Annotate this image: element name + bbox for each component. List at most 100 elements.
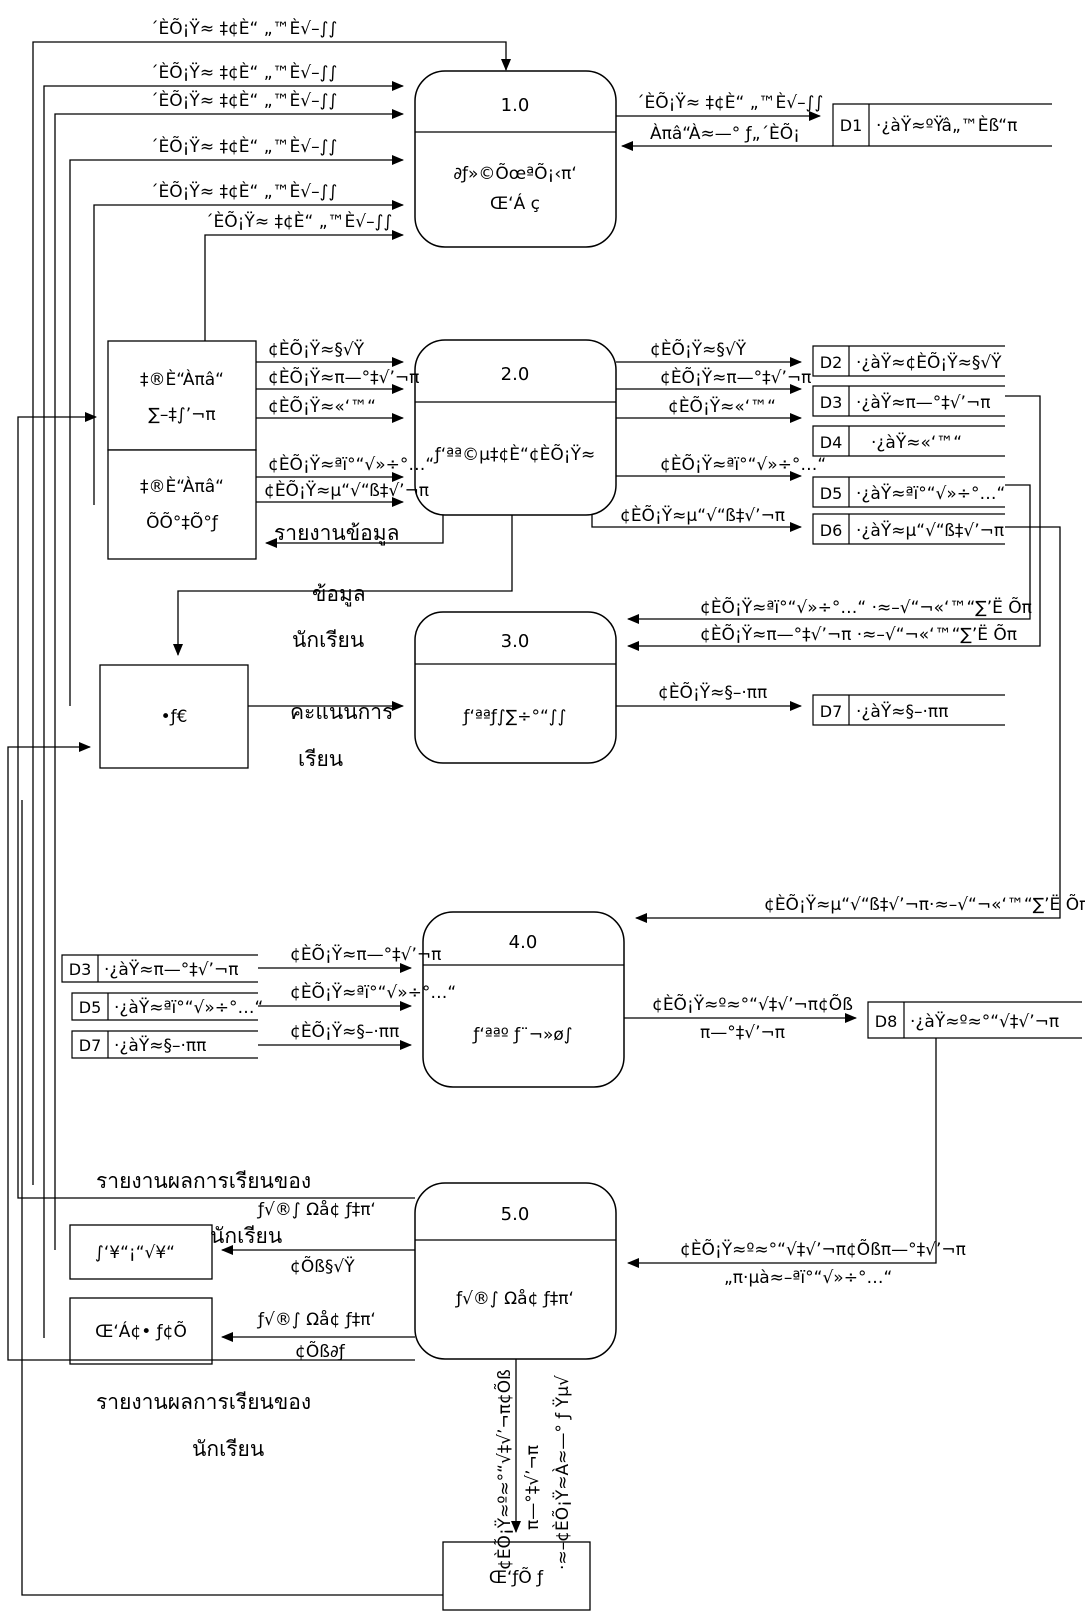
flow-label-login-4: ´ÈÕ¡Ÿ≈ ‡¢È“ „™È√–∫∫ bbox=[150, 180, 337, 202]
flow-label-student-data-out: ¢ÈÕ¡Ÿ≈π—°‡√’¬π bbox=[660, 366, 811, 388]
d4-name: ·¿àŸ≈«‘™“ bbox=[871, 432, 962, 453]
flow-label-report-advisor: ƒ√®∫ Ωå¢ ƒ‡π‘ bbox=[256, 1309, 376, 1330]
data-store-d4: D4 ·¿àŸ≈«‘™“ bbox=[813, 426, 1005, 456]
flow-label-director: ¢ÈÕ¡Ÿ≈º≈°“√‡√’¬π¢Õß bbox=[493, 1369, 515, 1570]
flow-label-report-student-bottom: รายงานผลการเรียนของ bbox=[96, 1390, 311, 1414]
flow-label-report-data: รายงานข้อมูล bbox=[274, 521, 399, 546]
d6-name: ·¿àŸ≈µ“√“ß‡√’¬π bbox=[856, 520, 1004, 541]
entity-advisor-label: Œ‘Á¢• ƒ¢Õ bbox=[95, 1320, 187, 1342]
entity-student-label: ∫‘¥“¡“√¥“ bbox=[95, 1243, 175, 1263]
d5-name: ·¿àŸ≈ªï°“√»÷°…“ bbox=[856, 483, 1005, 504]
flow-label-score-data: ¢ÈÕ¡Ÿ≈§–·ππ bbox=[658, 681, 767, 703]
data-store-d3-copy: D3 ·¿àŸ≈π—°‡√’¬π bbox=[62, 955, 258, 982]
data-store-d1: D1 ·¿àŸ≈ºŸâ„™Èß“π bbox=[833, 104, 1052, 146]
flow-label-subject-data-in: ¢ÈÕ¡Ÿ≈«‘™“ bbox=[268, 395, 376, 417]
d1-id: D1 bbox=[840, 116, 863, 135]
flow-label-score-to-p4: ¢ÈÕ¡Ÿ≈§–·ππ bbox=[290, 1020, 399, 1042]
flow-label-teacher-data-in: ¢ÈÕ¡Ÿ≈§√Ÿ bbox=[268, 338, 365, 360]
entity-teacher-label: •ƒ€ bbox=[161, 707, 188, 727]
flow-label-year-data-out: ¢ÈÕ¡Ÿ≈ªï°“√»÷°…“ bbox=[660, 453, 826, 475]
data-store-d5-copy: D5 ·¿àŸ≈ªï°“√»÷°…“ bbox=[72, 993, 263, 1020]
entity-teacher: •ƒ€ bbox=[100, 665, 248, 768]
flow-label-student-info-2: นักเรียน bbox=[292, 628, 364, 652]
d5-copy-id: D5 bbox=[79, 998, 102, 1017]
entity-staff-label-2: ∑–‡∫’¬π bbox=[148, 405, 215, 425]
flow-label-scores-2: เรียน bbox=[298, 747, 343, 771]
process-1-name: ∂ƒ»©ÕœªÕ¡‹π‘ bbox=[453, 162, 577, 184]
process-3: 3.0 ƒ‘ªªƒ∫∑÷°“∫∫ bbox=[415, 612, 616, 763]
process-1: 1.0 ∂ƒ»©ÕœªÕ¡‹π‘ Œ‘Á ç bbox=[415, 71, 616, 247]
d6-id: D6 bbox=[820, 521, 843, 540]
flow-label-report-grades-2: ¢Õß§√Ÿ bbox=[290, 1255, 355, 1277]
flow-label-login-3: ´ÈÕ¡Ÿ≈ ‡¢È“ „™È√–∫∫ bbox=[150, 135, 337, 157]
process-3-name: ƒ‘ªªƒ∫∑÷°“∫∫ bbox=[462, 707, 567, 727]
flow-label-result-data: ¢ÈÕ¡Ÿ≈º≈°“√‡√’¬π¢Õß bbox=[652, 993, 853, 1015]
flow-label-report-grades: ƒ√®∫ Ωå¢ ƒ‡π‘ bbox=[256, 1199, 376, 1220]
flow-label-result-to-p5: ¢ÈÕ¡Ÿ≈º≈°“√‡√’¬π¢Õßπ—°‡√’¬π bbox=[680, 1238, 966, 1260]
d1-name: ·¿àŸ≈ºŸâ„™Èß“π bbox=[876, 114, 1017, 136]
flow-label-report-student-bottom-2: นักเรียน bbox=[192, 1437, 264, 1461]
flow-label-result-data-2: π—°‡√’¬π bbox=[700, 1023, 785, 1043]
flow-label-login-result-2: Àπâ“À≈—° ƒ„´ÈÕ¡ bbox=[650, 122, 800, 144]
d5-copy-name: ·¿àŸ≈ªï°“√»÷°…“ bbox=[114, 997, 263, 1018]
flow-label-director-3: ·≈–¢ÈÕ¡Ÿ≈À≈—° ƒ Ÿµ√ bbox=[551, 1375, 573, 1570]
flow-label-result-to-p5-2: „π·µà≈–ªï°“√»÷°…“ bbox=[724, 1268, 892, 1288]
flow-label-login-top: ´ÈÕ¡Ÿ≈ ‡¢È“ „™È√–∫∫ bbox=[150, 17, 337, 39]
d7-name: ·¿àŸ≈§–·ππ bbox=[856, 701, 948, 722]
flow-label-director-2: π—°‡√’¬π bbox=[523, 1445, 543, 1530]
data-store-d5: D5 ·¿àŸ≈ªï°“√»÷°…“ bbox=[813, 477, 1005, 507]
data-store-d3: D3 ·¿àŸ≈π—°‡√’¬π bbox=[813, 386, 1005, 416]
process-2-id: 2.0 bbox=[501, 364, 530, 385]
process-5-name: ƒ√®∫ Ωå¢ ƒ‡π‘ bbox=[454, 1288, 574, 1309]
process-1-id: 1.0 bbox=[501, 95, 530, 116]
entity-staff: ‡®È“Àπâ“ ∑–‡∫’¬π bbox=[108, 341, 256, 450]
d2-id: D2 bbox=[820, 353, 843, 372]
d5-id: D5 bbox=[820, 484, 843, 503]
process-5: 5.0 ƒ√®∫ Ωå¢ ƒ‡π‘ bbox=[415, 1183, 616, 1359]
flow-label-subject-data-out: ¢ÈÕ¡Ÿ≈«‘™“ bbox=[668, 395, 776, 417]
flow-label-year-data-in: ¢ÈÕ¡Ÿ≈ªï°“√»÷°…“ bbox=[268, 453, 434, 475]
flow-label-timetable-out: ¢ÈÕ¡Ÿ≈µ“√“ß‡√’¬π bbox=[620, 504, 785, 526]
flow-label-student-to-p4: ¢ÈÕ¡Ÿ≈π—°‡√’¬π bbox=[290, 943, 441, 965]
entity-advisor: Œ‘Á¢• ƒ¢Õ bbox=[70, 1298, 212, 1364]
flow-label-scores: คะแนนการ bbox=[290, 700, 393, 724]
process-3-id: 3.0 bbox=[501, 631, 530, 652]
flow-label-report-student-thai: รายงานผลการเรียนของ bbox=[96, 1169, 311, 1193]
d4-id: D4 bbox=[820, 433, 843, 452]
d3-id: D3 bbox=[820, 393, 843, 412]
d7-copy-name: ·¿àŸ≈§–·ππ bbox=[114, 1035, 206, 1056]
flow-label-login-result: ´ÈÕ¡Ÿ≈ ‡¢È“ „™È√–∫∫ bbox=[636, 91, 823, 113]
data-store-d6: D6 ·¿àŸ≈µ“√“ß‡√’¬π bbox=[813, 514, 1005, 544]
entity-registrar-label: ‡®È“Àπâ“ bbox=[140, 475, 224, 497]
entity-registrar-label-2: ÕÕ°‡Õ°ƒ bbox=[146, 511, 219, 533]
data-store-d2: D2 ·¿àŸ≈¢ÈÕ¡Ÿ≈§√Ÿ bbox=[813, 346, 1005, 376]
flow-label-timetable-to-p4: ¢ÈÕ¡Ÿ≈µ“√“ß‡√’¬π·≈–√“¬«‘™“∑’Ë Õπ bbox=[764, 893, 1085, 915]
d8-name: ·¿àŸ≈º≈°“√‡√’¬π bbox=[910, 1011, 1059, 1032]
flow-label-student-info: ข้อมูล bbox=[312, 582, 366, 607]
process-4-name: ƒ‘ªªº ƒ¨¬»ø∫ bbox=[471, 1025, 572, 1045]
process-5-id: 5.0 bbox=[501, 1204, 530, 1225]
process-2: 2.0 ƒ‘ªª©µ‡¢È“¢ÈÕ¡Ÿ≈ bbox=[415, 340, 616, 515]
flow-label-year-to-p3: ¢ÈÕ¡Ÿ≈ªï°“√»÷°…“ ·≈–√“¬«‘™“∑’Ë Õπ bbox=[700, 596, 1032, 618]
data-store-d8: D8 ·¿àŸ≈º≈°“√‡√’¬π bbox=[868, 1002, 1082, 1038]
d7-copy-id: D7 bbox=[79, 1036, 102, 1055]
flow-label-report-advisor-2: ¢Õß∂ƒ bbox=[295, 1340, 346, 1362]
flow-label-student-to-p3: ¢ÈÕ¡Ÿ≈π—°‡√’¬π ·≈–√“¬«‘™“∑’Ë Õπ bbox=[700, 623, 1017, 645]
data-store-d7-copy: D7 ·¿àŸ≈§–·ππ bbox=[72, 1031, 258, 1058]
d3-copy-id: D3 bbox=[69, 960, 92, 979]
process-4-id: 4.0 bbox=[509, 932, 538, 953]
process-1-name-2: Œ‘Á ç bbox=[490, 192, 540, 214]
entity-registrar: ‡®È“Àπâ“ ÕÕ°‡Õ°ƒ bbox=[108, 450, 256, 559]
flow-label-student-data-in: ¢ÈÕ¡Ÿ≈π—°‡√’¬π bbox=[268, 366, 419, 388]
flow-label-year-to-p4: ¢ÈÕ¡Ÿ≈ªï°“√»÷°…“ bbox=[290, 981, 456, 1003]
flow-label-teacher-data-out: ¢ÈÕ¡Ÿ≈§√Ÿ bbox=[650, 338, 747, 360]
entity-staff-label: ‡®È“Àπâ“ bbox=[140, 368, 224, 390]
flow-label-login-1: ´ÈÕ¡Ÿ≈ ‡¢È“ „™È√–∫∫ bbox=[150, 61, 337, 83]
data-store-d7: D7 ·¿àŸ≈§–·ππ bbox=[813, 695, 1005, 725]
d3-copy-name: ·¿àŸ≈π—°‡√’¬π bbox=[104, 959, 238, 980]
flow-label-login-2: ´ÈÕ¡Ÿ≈ ‡¢È“ „™È√–∫∫ bbox=[150, 89, 337, 111]
flow-label-report-student-thai-2: นักเรียน bbox=[210, 1224, 282, 1248]
d3-name: ·¿àŸ≈π—°‡√’¬π bbox=[856, 392, 990, 413]
d7-id: D7 bbox=[820, 702, 843, 721]
